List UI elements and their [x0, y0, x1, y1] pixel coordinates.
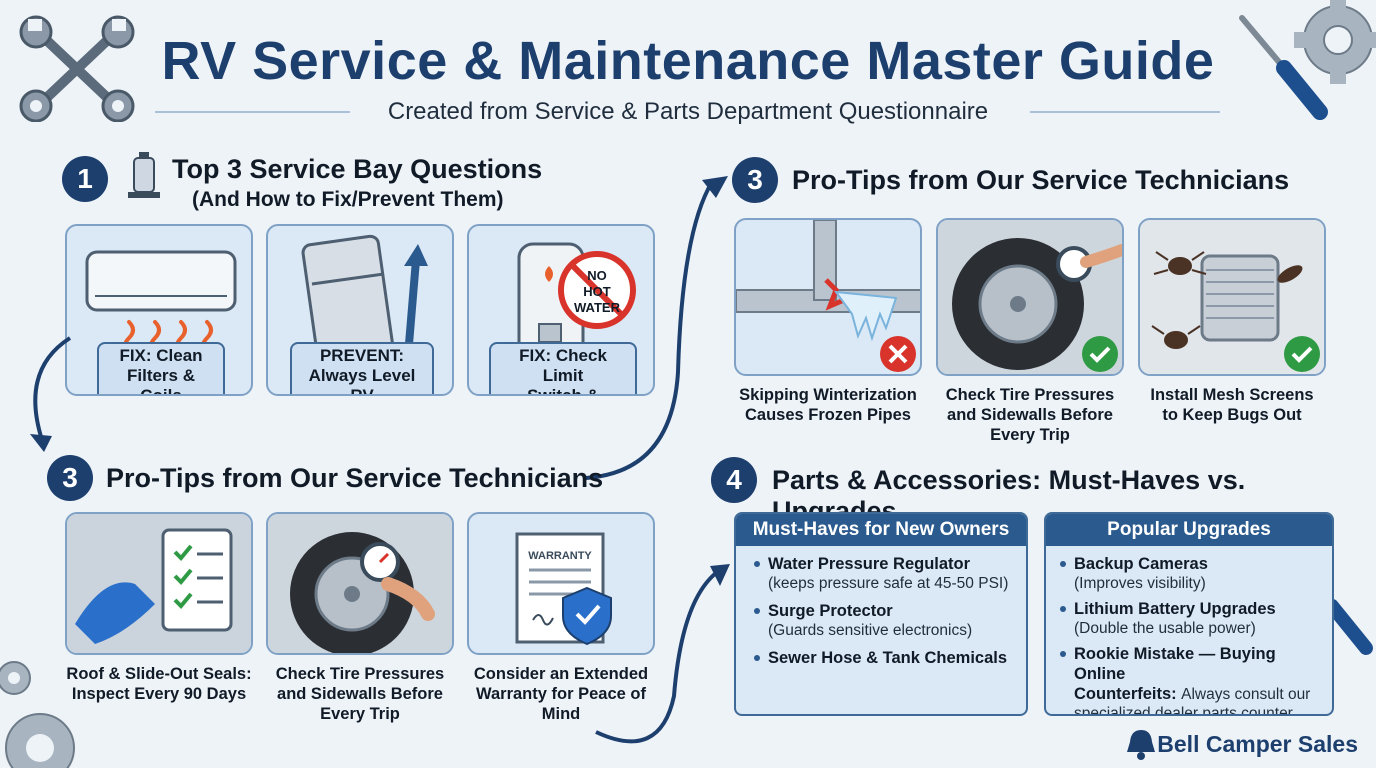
divider — [155, 111, 350, 113]
roof-inspection-icon — [67, 514, 251, 653]
section3-left-title: Pro-Tips from Our Service Technicians — [106, 463, 604, 493]
bug-screen-icon — [1140, 220, 1324, 374]
tip-caption: Roof & Slide-Out Seals:Inspect Every 90 … — [66, 665, 252, 703]
must-haves-heading: Must-Haves for New Owners — [736, 514, 1026, 546]
gear-icon — [1294, 0, 1376, 84]
crossed-wrenches-icon — [19, 15, 135, 122]
list-item: Lithium Battery Upgrades (Double the usa… — [1060, 599, 1322, 638]
prevent-label: PREVENT:Always Level RV — [290, 342, 434, 394]
upgrades-panel: Popular Upgrades Backup Cameras (Improve… — [1044, 512, 1334, 716]
list-item: Water Pressure Regulator (keeps pressure… — [754, 554, 1016, 593]
list-item: Rookie Mistake — Buying Online Counterfe… — [1060, 644, 1322, 714]
brand-name: Bell Camper Sales — [1157, 731, 1358, 757]
section-number-badge: 3 — [732, 157, 778, 203]
screwdriver-icon — [1239, 15, 1328, 120]
tire-gauge-icon — [938, 220, 1122, 374]
divider — [1030, 111, 1220, 113]
page-title: RV Service & Maintenance Master Guide — [161, 31, 1215, 91]
card-tire-pressure — [936, 218, 1124, 376]
warranty-label: WARRANTY — [528, 550, 592, 562]
refrigerator-icon — [301, 234, 428, 366]
section1-title: Top 3 Service Bay Questions — [172, 154, 543, 184]
list-item: Backup Cameras (Improves visibility) — [1060, 554, 1322, 593]
page-subtitle: Created from Service & Parts Department … — [387, 98, 989, 125]
flow-arrow-icon — [30, 336, 72, 452]
card-refrigerator: PREVENT:Always Level RV — [266, 224, 454, 396]
section3-right-title: Pro-Tips from Our Service Technicians — [792, 165, 1290, 195]
must-haves-panel: Must-Haves for New Owners Water Pressure… — [734, 512, 1028, 716]
water-heater-tank-icon — [128, 152, 160, 198]
flow-arrow-icon — [585, 176, 728, 480]
section-number-badge: 4 — [711, 457, 757, 503]
frozen-pipe-icon — [736, 220, 920, 372]
gear-icon — [0, 661, 75, 768]
section-number-badge: 1 — [62, 156, 108, 202]
warranty-document-icon — [515, 532, 612, 646]
section1-subtitle: (And How to Fix/Prevent Them) — [192, 188, 504, 211]
card-warranty: WARRANTY — [467, 512, 655, 655]
card-tire-check — [266, 512, 454, 655]
card-frozen-pipes — [734, 218, 922, 376]
card-roof-inspection — [65, 512, 253, 655]
bell-logo-icon — [1127, 730, 1155, 760]
tire-gauge-icon — [268, 514, 452, 653]
no-hot-water-badge: NO HOT WATER — [574, 268, 620, 315]
flow-arrow-icon — [595, 564, 730, 744]
water-heater-icon — [517, 242, 636, 366]
card-mesh-screens — [1138, 218, 1326, 376]
air-conditioner-icon — [85, 250, 237, 356]
section-number-badge: 3 — [47, 455, 93, 501]
list-item: Sewer Hose & Tank Chemicals — [754, 648, 1016, 668]
upgrades-heading: Popular Upgrades — [1046, 514, 1332, 546]
list-item: Surge Protector (Guards sensitive electr… — [754, 601, 1016, 640]
